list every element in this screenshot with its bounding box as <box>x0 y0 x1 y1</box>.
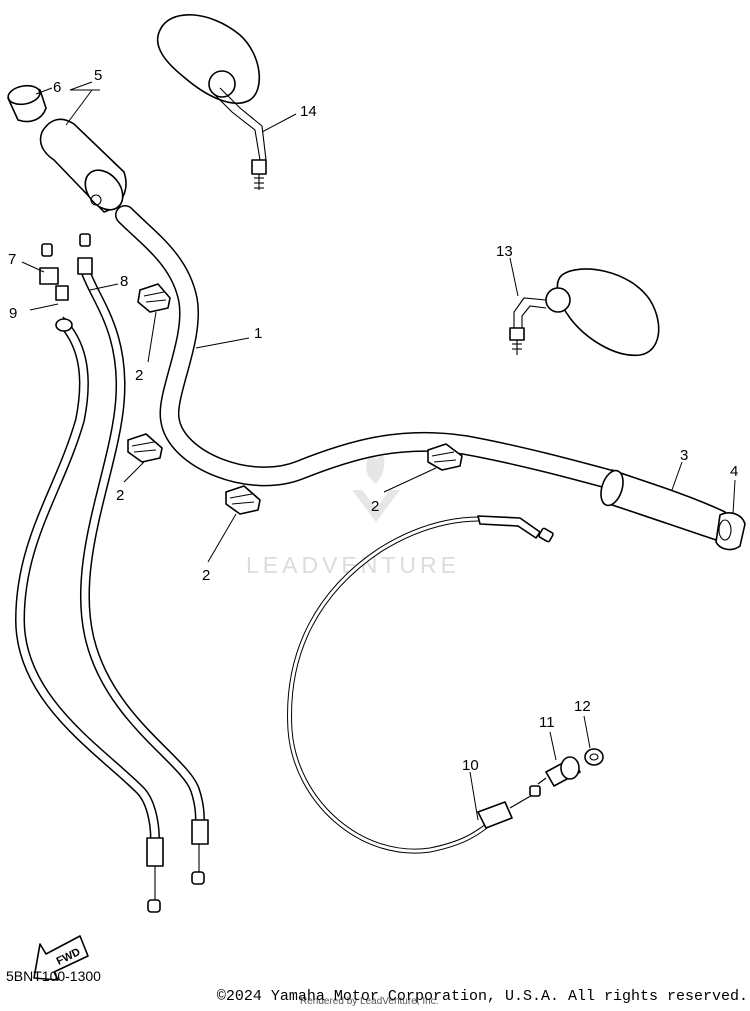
hose-fittings <box>39 233 93 332</box>
left-hose-9 <box>14 316 164 913</box>
cable-clamp-right <box>427 443 463 471</box>
grip-collar <box>7 84 47 123</box>
callout-2-center: 2 <box>202 567 210 584</box>
callout-3: 3 <box>680 447 688 464</box>
adjuster-nut <box>584 748 604 766</box>
callout-7: 7 <box>8 251 16 268</box>
leader-lines <box>21 81 736 821</box>
fwd-direction-arrow: FWD <box>33 935 89 981</box>
callout-6: 6 <box>53 79 61 96</box>
right-mirror <box>509 268 660 357</box>
callout-13: 13 <box>496 243 513 260</box>
callout-10: 10 <box>462 757 479 774</box>
callout-11: 11 <box>539 714 555 731</box>
right-grip <box>600 469 726 541</box>
left-mirror <box>156 13 267 190</box>
callout-9: 9 <box>9 305 17 322</box>
cable-adjuster <box>537 756 581 787</box>
callout-2-left: 2 <box>116 487 124 504</box>
callout-8: 8 <box>120 273 128 290</box>
handlebar <box>115 205 622 490</box>
throttle-cable <box>287 515 554 854</box>
callout-1: 1 <box>254 325 262 342</box>
callout-labels: 1 2 2 2 2 3 4 5 6 7 8 9 10 11 12 13 14 <box>8 67 738 774</box>
callout-2-upper: 2 <box>135 367 143 384</box>
callout-14: 14 <box>300 103 317 120</box>
cable-clamp-upper <box>137 283 171 313</box>
left-grip <box>39 118 127 213</box>
copyright-notice: ©2024 Yamaha Motor Corporation, U.S.A. A… <box>216 988 748 1005</box>
callout-4: 4 <box>730 463 738 480</box>
left-hose-8 <box>79 268 209 885</box>
diagram-reference-code: 5BNT100-1300 <box>6 968 101 984</box>
cable-clamp-left <box>127 433 163 463</box>
callout-5: 5 <box>94 67 102 84</box>
grip-end-cap <box>715 512 746 551</box>
callout-2-right: 2 <box>371 498 379 515</box>
cable-clamp-center <box>225 485 261 515</box>
rendered-by-note: Rendered by LeadVenture, Inc. <box>300 996 439 1007</box>
callout-12: 12 <box>574 698 591 715</box>
